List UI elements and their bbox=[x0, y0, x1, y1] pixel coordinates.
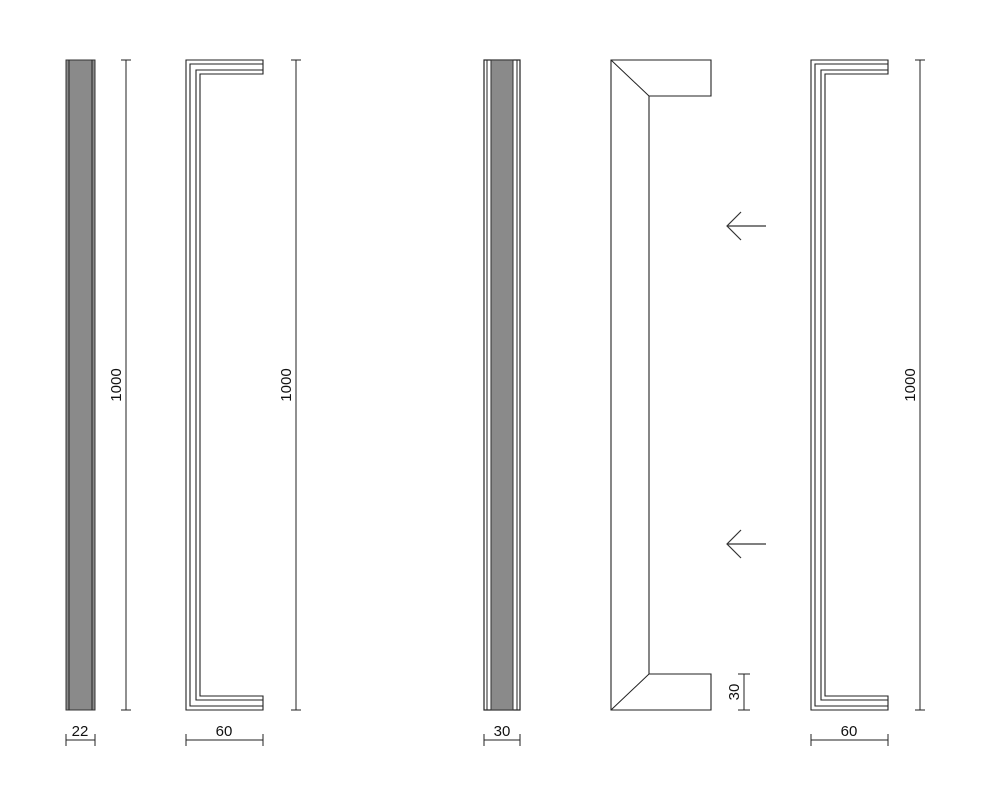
handle-60-b-outer bbox=[810, 59, 889, 711]
arrow-left-icon bbox=[726, 211, 766, 241]
bar-22-figure: 1000 22 bbox=[65, 59, 131, 746]
bar-30-core bbox=[490, 59, 514, 711]
handle-60-a-width-label: 60 bbox=[216, 723, 233, 740]
bar-30-figure: 30 bbox=[483, 59, 521, 746]
handle-60-b-length-label: 1000 bbox=[902, 368, 919, 401]
bar-22-length-label: 1000 bbox=[108, 368, 125, 401]
handle-60-b-figure: 1000 60 bbox=[810, 59, 925, 746]
handle-60-b-inner bbox=[814, 63, 888, 707]
arrow-left-icon bbox=[726, 529, 766, 559]
handle-30-side-bevel bbox=[610, 59, 650, 97]
handle-60-b-width-label: 60 bbox=[841, 723, 858, 740]
handle-30-side-depth-label: 30 bbox=[726, 684, 743, 701]
handle-30-side-outline bbox=[610, 59, 712, 711]
handle-60-a-inner bbox=[189, 63, 263, 707]
handle-30-side-bevel bbox=[610, 673, 650, 711]
handle-60-a-length-label: 1000 bbox=[278, 368, 295, 401]
handle-60-a-outer bbox=[185, 59, 264, 711]
bar-30-width-label: 30 bbox=[494, 723, 511, 740]
handle-60-a-figure: 1000 60 bbox=[185, 59, 301, 746]
bar-22-body bbox=[65, 59, 96, 711]
handle-30-side-figure: 30 bbox=[610, 59, 766, 711]
bar-22-width-label: 22 bbox=[72, 723, 89, 740]
